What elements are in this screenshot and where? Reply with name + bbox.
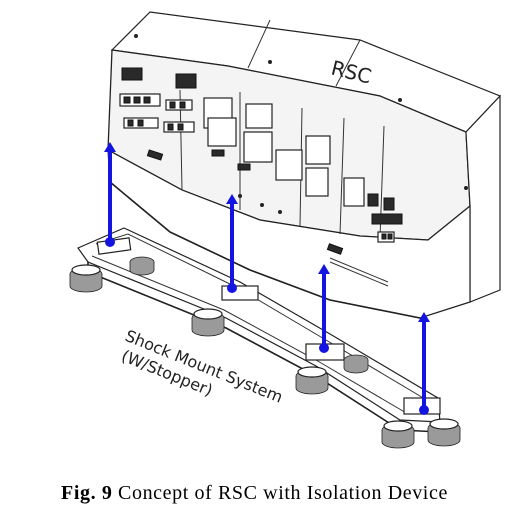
display-screen xyxy=(207,117,237,147)
figure-caption: Fig. 9 Concept of RSC with Isolation Dev… xyxy=(0,482,509,505)
isolator-mount xyxy=(427,418,461,447)
isolator-mount xyxy=(129,256,155,276)
display-screen xyxy=(305,135,331,165)
mount-arrow xyxy=(418,312,430,415)
isolator-mount xyxy=(343,354,369,374)
display-screen xyxy=(305,167,329,197)
panel-switch-icon xyxy=(175,73,197,89)
display-screen xyxy=(275,149,303,181)
isolator-mount xyxy=(381,420,415,449)
mount-arrow xyxy=(226,194,238,293)
shock-mount-base xyxy=(69,227,461,449)
isolator-mount xyxy=(191,308,225,337)
mount-arrow xyxy=(318,264,330,353)
display-screen xyxy=(245,103,273,129)
figure-number: Fig. 9 xyxy=(61,482,113,504)
display-screen xyxy=(343,177,365,207)
isolator-mount xyxy=(295,366,329,395)
display-screen xyxy=(243,131,273,163)
rsc-isolation-figure: RSC xyxy=(69,11,502,449)
isolator-mount xyxy=(69,264,103,293)
rsc-console xyxy=(107,11,502,319)
mount-arrow xyxy=(104,142,116,247)
panel-switch-icon xyxy=(121,67,143,81)
caption-text: Concept of RSC with Isolation Device xyxy=(118,482,448,504)
